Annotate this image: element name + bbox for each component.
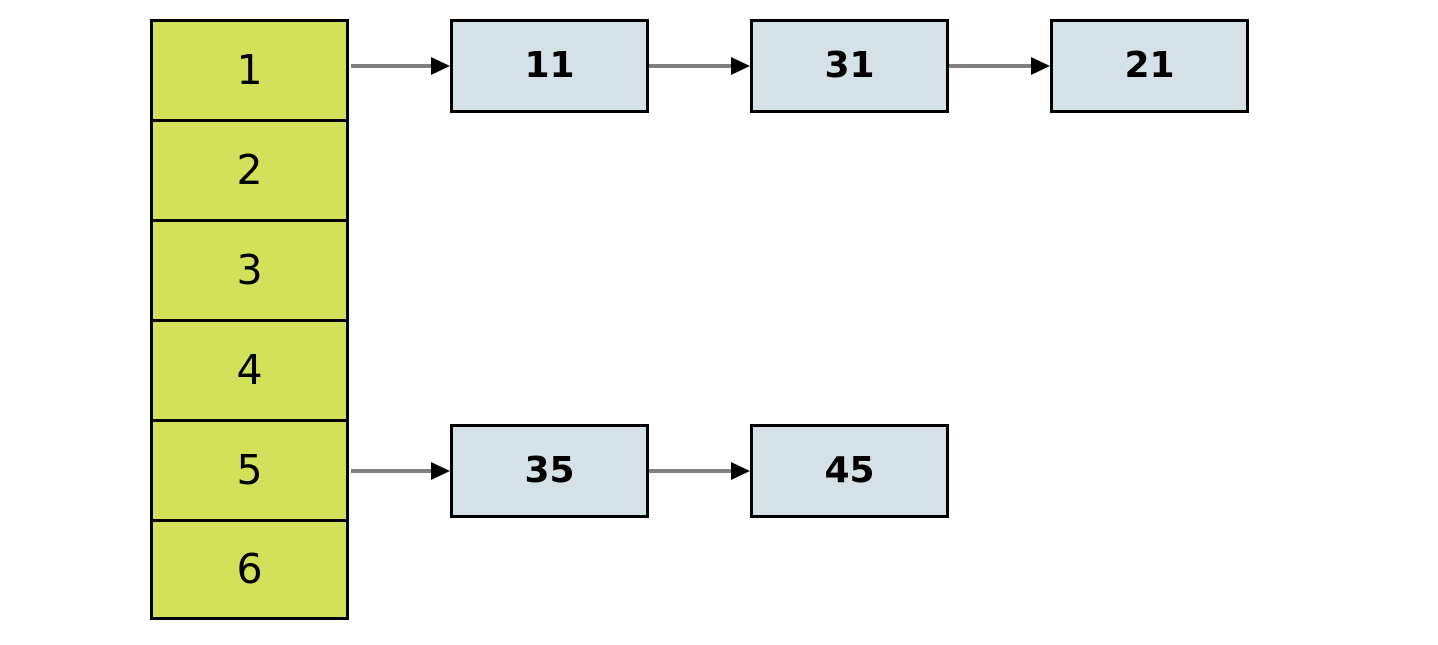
bucket-label: 3 — [236, 246, 263, 294]
bucket-cell-2[interactable]: 2 — [153, 122, 346, 222]
chain-node-11[interactable]: 11 — [450, 19, 649, 113]
bucket-cell-6[interactable]: 6 — [153, 522, 346, 617]
arrow-bucket1-to-node-11 — [351, 54, 450, 78]
chain-node-label: 21 — [1124, 45, 1175, 86]
chain-node-21[interactable]: 21 — [1050, 19, 1249, 113]
bucket-label: 1 — [236, 46, 263, 94]
arrow-bucket5-to-node-35 — [351, 459, 450, 483]
bucket-cell-3[interactable]: 3 — [153, 222, 346, 322]
bucket-label: 4 — [236, 346, 263, 394]
bucket-cell-1[interactable]: 1 — [153, 22, 346, 122]
hash-bucket-array: 1 2 3 4 5 6 — [150, 19, 349, 620]
chain-node-45[interactable]: 45 — [750, 424, 949, 518]
bucket-label: 6 — [236, 545, 263, 593]
chain-node-35[interactable]: 35 — [450, 424, 649, 518]
arrow-node-11-to-node-31 — [649, 54, 750, 78]
chain-node-label: 45 — [824, 450, 875, 491]
bucket-label: 5 — [236, 446, 263, 494]
arrow-node-31-to-node-21 — [949, 54, 1050, 78]
bucket-label: 2 — [236, 146, 263, 194]
bucket-cell-5[interactable]: 5 — [153, 422, 346, 522]
bucket-cell-4[interactable]: 4 — [153, 322, 346, 422]
chain-node-label: 11 — [524, 45, 575, 86]
chain-node-31[interactable]: 31 — [750, 19, 949, 113]
chain-node-label: 35 — [524, 450, 575, 491]
arrow-node-35-to-node-45 — [649, 459, 750, 483]
chain-node-label: 31 — [824, 45, 875, 86]
